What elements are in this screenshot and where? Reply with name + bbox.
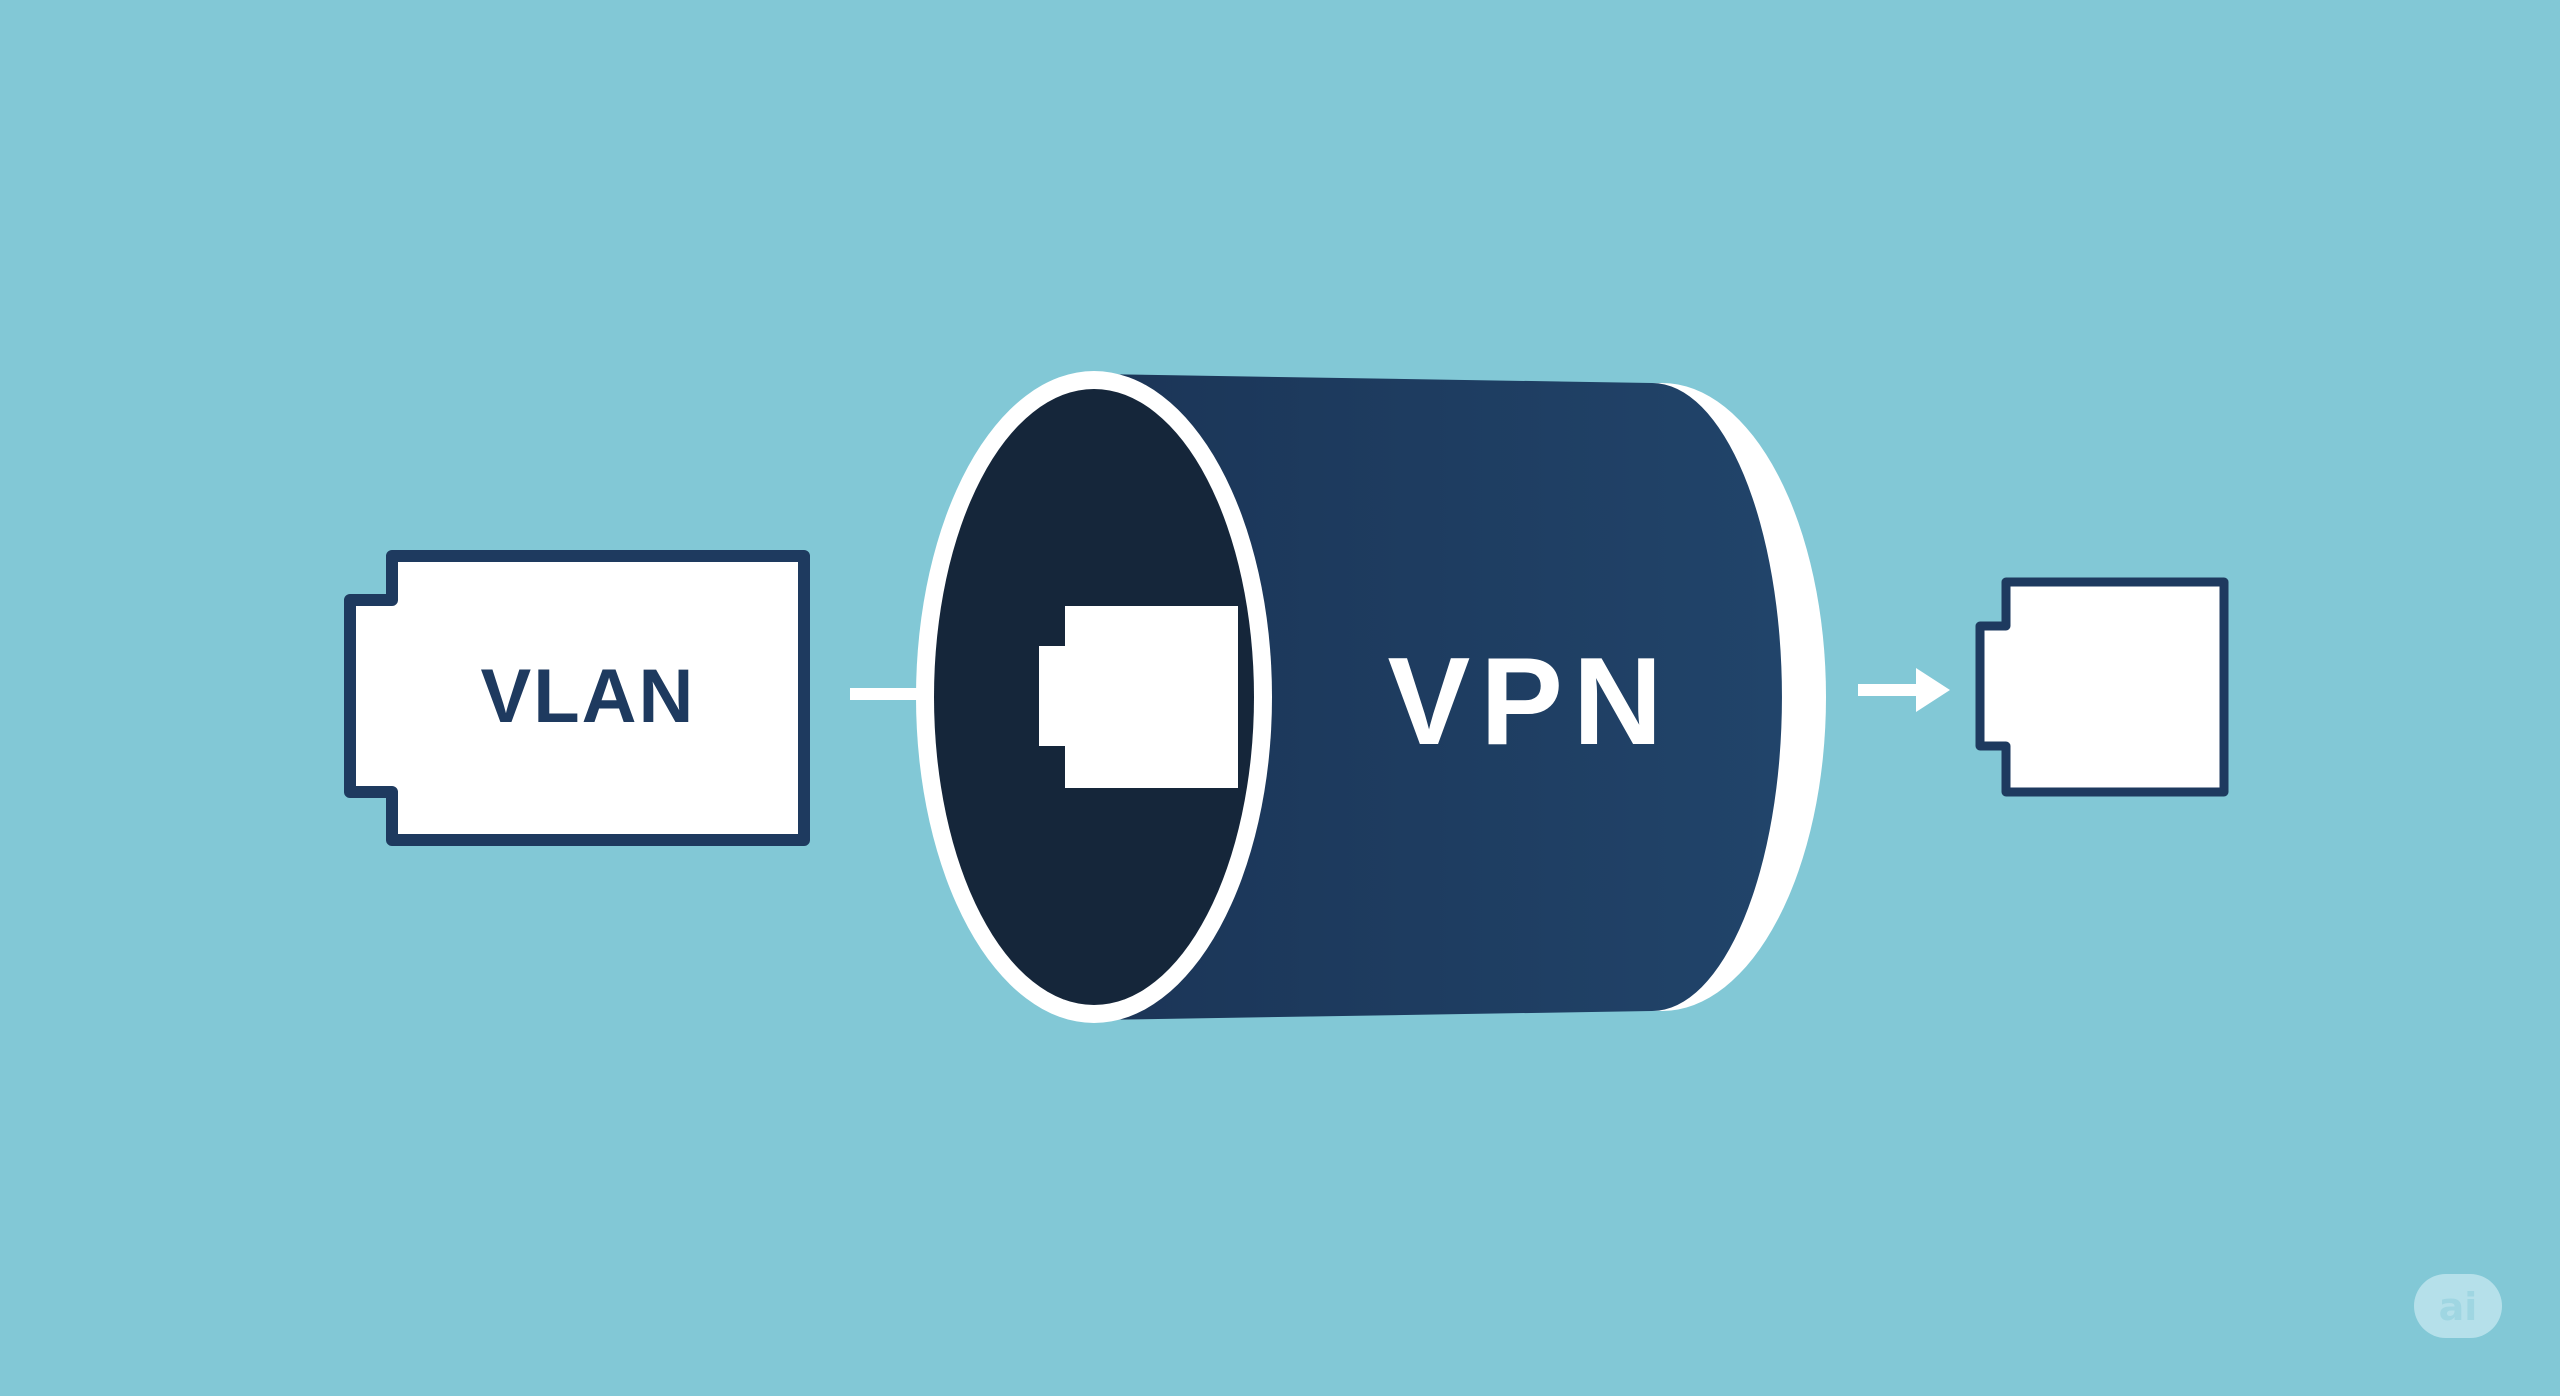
destination-node — [1975, 577, 2229, 797]
arrow-out-of-tunnel — [1858, 668, 1950, 712]
vpn-tunnel: VPN — [916, 371, 1826, 1023]
vpn-label: VPN — [1388, 633, 1673, 771]
vlan-node-shape — [344, 550, 810, 846]
vlan-label: VLAN — [481, 654, 696, 739]
ai-watermark-badge: ai — [2414, 1274, 2502, 1338]
watermark-text: ai — [2439, 1285, 2478, 1329]
tunnel-body — [1094, 374, 1782, 1020]
packet-in-tunnel — [1035, 602, 1242, 792]
destination-node-shape — [1975, 577, 2229, 797]
vlan-node: VLAN — [344, 550, 810, 846]
